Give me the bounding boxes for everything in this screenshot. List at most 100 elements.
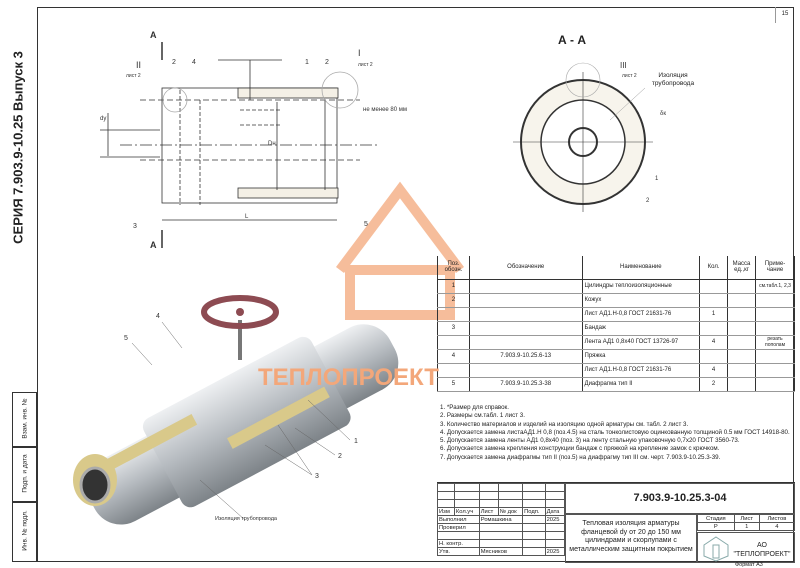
table-cell — [437, 363, 470, 378]
stage-value: Р — [697, 522, 735, 531]
section-view: III лист 2 δк 1 2 — [513, 61, 666, 212]
callout-sheet: лист 2 — [358, 62, 373, 68]
table-cell — [437, 307, 470, 322]
valve-front-view: А А II лист 2 2 4 1 2 I лист 2 3 5 не ме… — [100, 30, 407, 250]
header-cell: Поз. обозн. — [437, 256, 470, 280]
signature-row — [437, 531, 566, 540]
table-cell: резать пополам — [755, 335, 795, 350]
signature — [522, 531, 546, 540]
format-label: Формат А3 — [735, 562, 763, 568]
role: Выполнил — [437, 515, 480, 524]
empty-cell — [522, 491, 546, 500]
stage-header: Стадия — [697, 514, 735, 523]
table-cell — [727, 307, 757, 322]
table-cell: 4 — [699, 335, 729, 350]
role: Н. контр. — [437, 539, 480, 548]
empty-cell — [522, 483, 546, 492]
callout: 1 — [354, 438, 358, 445]
table-cell — [468, 279, 583, 294]
callout: 4 — [192, 59, 196, 66]
table-cell — [699, 321, 729, 336]
empty-cell — [453, 499, 480, 508]
empty-cell — [522, 499, 546, 508]
table-cell — [699, 349, 729, 364]
callout: 5 — [364, 221, 368, 228]
empty-cell — [544, 499, 566, 508]
empty-cell — [478, 499, 499, 508]
callout: 2 — [325, 59, 329, 66]
note-item: 3. Количество материалов и изделий на из… — [440, 420, 689, 428]
empty-cell — [478, 491, 499, 500]
sheet-header: Лист — [733, 514, 760, 523]
org-cell: АО "ТЕПЛОПРОЕКТ" — [697, 532, 795, 563]
table-cell: Цилиндры теплоизоляционные — [581, 279, 701, 294]
empty-cell — [453, 483, 480, 492]
empty-cell — [544, 491, 566, 500]
callout: 1 — [655, 176, 659, 182]
table-cell: 5 — [437, 377, 470, 392]
column-header: Дата — [544, 507, 566, 516]
dimension-dy: dy — [100, 116, 106, 122]
company-logo-icon — [703, 536, 729, 562]
dimension-l: L — [245, 214, 249, 220]
dimension-dn: Dн — [268, 141, 276, 147]
signature — [522, 539, 546, 548]
role: Утв. — [437, 547, 480, 556]
series-label: СЕРИЯ 7.903.9-10.25 Выпуск 3 — [10, 51, 26, 244]
name — [478, 523, 524, 532]
table-cell — [755, 349, 795, 364]
empty-cell — [497, 491, 524, 500]
table-cell — [727, 363, 757, 378]
empty-cell — [437, 483, 455, 492]
empty-cell — [437, 499, 455, 508]
stamp-label: Взам. инв. № — [21, 397, 29, 439]
note-item: 4. Допускается замена листаАД1.Н 0,8 (по… — [440, 428, 790, 436]
callout-sheet: лист 2 — [126, 73, 141, 79]
signature — [522, 515, 546, 524]
table-cell — [727, 321, 757, 336]
table-cell: см.табл.1, 2,3 — [755, 279, 795, 294]
sheet-number: 15 — [775, 7, 794, 23]
table-cell — [699, 293, 729, 308]
table-cell: 7.903.9-10.25.6-13 — [468, 349, 583, 364]
table-cell — [727, 349, 757, 364]
empty-cell — [497, 499, 524, 508]
table-cell — [727, 279, 757, 294]
stamp-label: Инв. № подл. — [21, 510, 29, 551]
column-header: № док — [497, 507, 524, 516]
table-cell — [468, 293, 583, 308]
date: 2025 — [544, 515, 566, 524]
callout: 4 — [156, 313, 160, 320]
table-cell: 2 — [699, 377, 729, 392]
callout: 3 — [133, 223, 137, 230]
empty-cell — [453, 491, 480, 500]
section-title: А - А — [558, 33, 586, 47]
signature — [522, 523, 546, 532]
table-header-row: Поз. обозн. Обозначение Наименование Кол… — [437, 256, 795, 280]
specification-table: Поз. обозн. Обозначение Наименование Кол… — [437, 256, 795, 392]
callout: II — [136, 60, 141, 70]
header-cell: Наименование — [581, 256, 701, 280]
table-cell — [468, 307, 583, 322]
table-cell: Бандаж — [581, 321, 701, 336]
table-cell: 4 — [699, 363, 729, 378]
table-cell — [727, 335, 757, 350]
valve-3d-illustration: 4 5 1 2 3 Изоляция трубопровода — [73, 295, 399, 525]
sheet-value: 1 — [733, 522, 760, 531]
signature — [522, 547, 546, 556]
table-cell: Диафрагма тип II — [581, 377, 701, 392]
table-cell: Лента АД1 0,8х40 ГОСТ 13726-97 — [581, 335, 701, 350]
note-item: 5. Допускается замена ленты АД1 0,8х40 (… — [440, 437, 740, 445]
callout: 3 — [315, 473, 319, 480]
date — [544, 523, 566, 532]
signature-row: Проверил — [437, 523, 566, 532]
stamp-cell-inv: Инв. № подл. — [12, 502, 37, 562]
sheets-header: Листов — [758, 514, 796, 523]
column-header: Кол.уч — [453, 507, 480, 516]
